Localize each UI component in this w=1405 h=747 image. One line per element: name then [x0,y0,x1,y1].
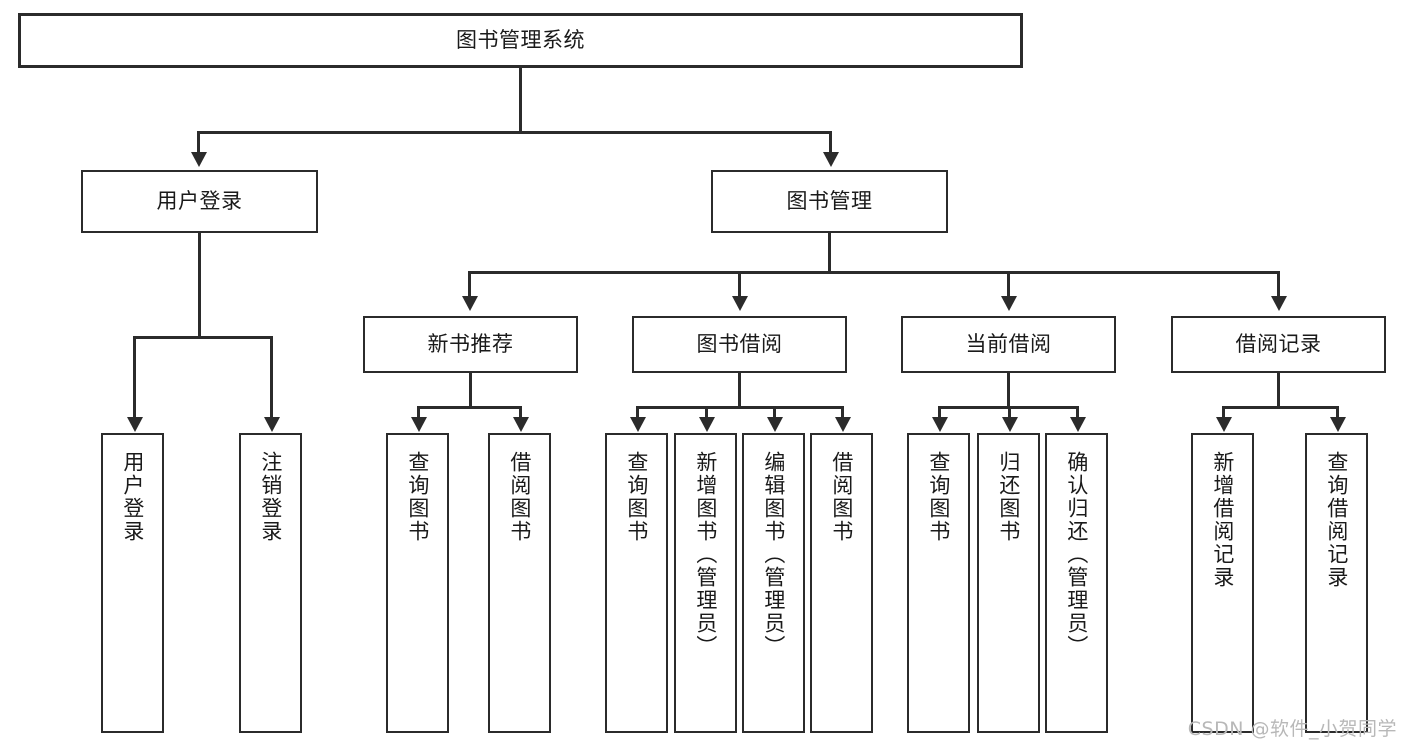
leaf-book-borrow-edit-book-admin[interactable]: 编辑图书（管理员） [742,433,805,733]
connector-user-login-to-leaf-1 [133,336,136,418]
node-label: 用户登录 [120,451,145,543]
node-new-book-recommend[interactable]: 新书推荐 [363,316,578,373]
node-label: 用户登录 [156,189,243,214]
arrowhead-br-leaf-2 [1330,417,1346,432]
arrowhead-bm-new-book [462,296,478,311]
connector-root-to-user-login [197,131,200,153]
node-current-borrow[interactable]: 当前借阅 [901,316,1116,373]
node-label: 图书管理系统 [456,28,585,53]
node-label: 查询图书 [405,451,430,543]
connector-user-login-bus [133,336,273,339]
connector-bm-to-book-borrow [738,271,741,297]
arrowhead-bm-current-borrow [1001,296,1017,311]
arrowhead-bb-leaf-2 [699,417,715,432]
arrowhead-bb-leaf-4 [835,417,851,432]
node-label: 新增借阅记录 [1210,451,1235,589]
connector-root-to-book-management [829,131,832,153]
connector-book-borrow-stem [738,373,741,407]
watermark-text: CSDN @软件_小贺同学 [1187,718,1397,740]
leaf-current-borrow-confirm-return-admin[interactable]: 确认归还（管理员） [1045,433,1108,733]
node-label: 借阅图书 [507,451,532,543]
connector-book-borrow-bus [636,406,844,409]
arrowhead-user-login-leaf-1 [127,417,143,432]
node-label: 当前借阅 [965,332,1052,357]
node-label: 查询图书 [926,451,951,543]
leaf-user-login-logout[interactable]: 注销登录 [239,433,302,733]
connector-root-bus [197,131,832,134]
connector-new-book-bus [417,406,522,409]
connector-cb-leaf-1 [938,406,941,418]
connector-borrow-record-stem [1277,373,1280,407]
node-label: 图书管理 [786,189,873,214]
node-user-login[interactable]: 用户登录 [81,170,318,233]
connector-br-leaf-2 [1336,406,1339,418]
arrowhead-cb-leaf-3 [1070,417,1086,432]
node-label: 归还图书 [996,451,1021,543]
leaf-current-borrow-query-book[interactable]: 查询图书 [907,433,970,733]
leaf-book-borrow-query-book[interactable]: 查询图书 [605,433,668,733]
arrowhead-root-to-book-management [823,152,839,167]
node-label: 借阅图书 [829,451,854,543]
connector-new-book-leaf-1 [417,406,420,418]
leaf-user-login-login[interactable]: 用户登录 [101,433,164,733]
node-borrow-record[interactable]: 借阅记录 [1171,316,1386,373]
leaf-new-book-query-book[interactable]: 查询图书 [386,433,449,733]
leaf-book-borrow-borrow-book[interactable]: 借阅图书 [810,433,873,733]
connector-bm-to-current-borrow [1007,271,1010,297]
arrowhead-br-leaf-1 [1216,417,1232,432]
arrowhead-new-book-leaf-2 [513,417,529,432]
connector-cb-leaf-2 [1008,406,1011,418]
connector-new-book-leaf-2 [519,406,522,418]
node-label: 查询图书 [624,451,649,543]
arrowhead-root-to-user-login [191,152,207,167]
connector-book-management-bus [468,271,1280,274]
arrowhead-bm-book-borrow [732,296,748,311]
arrowhead-new-book-leaf-1 [411,417,427,432]
connector-bb-leaf-1 [636,406,639,418]
node-label: 注销登录 [258,451,283,543]
connector-new-book-stem [469,373,472,407]
arrowhead-bb-leaf-1 [630,417,646,432]
connector-bb-leaf-3 [773,406,776,418]
arrowhead-cb-leaf-2 [1002,417,1018,432]
node-label: 编辑图书（管理员） [761,451,786,658]
node-label: 查询借阅记录 [1324,451,1349,589]
connector-bm-to-new-book [468,271,471,297]
leaf-borrow-record-query-record[interactable]: 查询借阅记录 [1305,433,1368,733]
connector-cb-leaf-3 [1076,406,1079,418]
connector-bb-leaf-4 [841,406,844,418]
node-label: 借阅记录 [1235,332,1322,357]
node-label: 新增图书（管理员） [693,451,718,658]
connector-borrow-record-bus [1222,406,1339,409]
node-root-book-management-system[interactable]: 图书管理系统 [18,13,1023,68]
arrowhead-bm-borrow-record [1271,296,1287,311]
leaf-new-book-borrow-book[interactable]: 借阅图书 [488,433,551,733]
node-label: 新书推荐 [427,332,514,357]
node-label: 确认归还（管理员） [1064,451,1089,658]
arrowhead-cb-leaf-1 [932,417,948,432]
connector-br-leaf-1 [1222,406,1225,418]
leaf-borrow-record-add-record[interactable]: 新增借阅记录 [1191,433,1254,733]
leaf-current-borrow-return-book[interactable]: 归还图书 [977,433,1040,733]
connector-book-management-stem [828,233,831,273]
connector-user-login-stem [198,233,201,337]
node-book-borrow[interactable]: 图书借阅 [632,316,847,373]
connector-current-borrow-stem [1007,373,1010,407]
connector-root-stem [519,68,522,132]
leaf-book-borrow-add-book-admin[interactable]: 新增图书（管理员） [674,433,737,733]
connector-bm-to-borrow-record [1277,271,1280,297]
node-label: 图书借阅 [696,332,783,357]
arrowhead-bb-leaf-3 [767,417,783,432]
connector-bb-leaf-2 [705,406,708,418]
connector-user-login-to-leaf-2 [270,336,273,418]
node-book-management[interactable]: 图书管理 [711,170,948,233]
arrowhead-user-login-leaf-2 [264,417,280,432]
